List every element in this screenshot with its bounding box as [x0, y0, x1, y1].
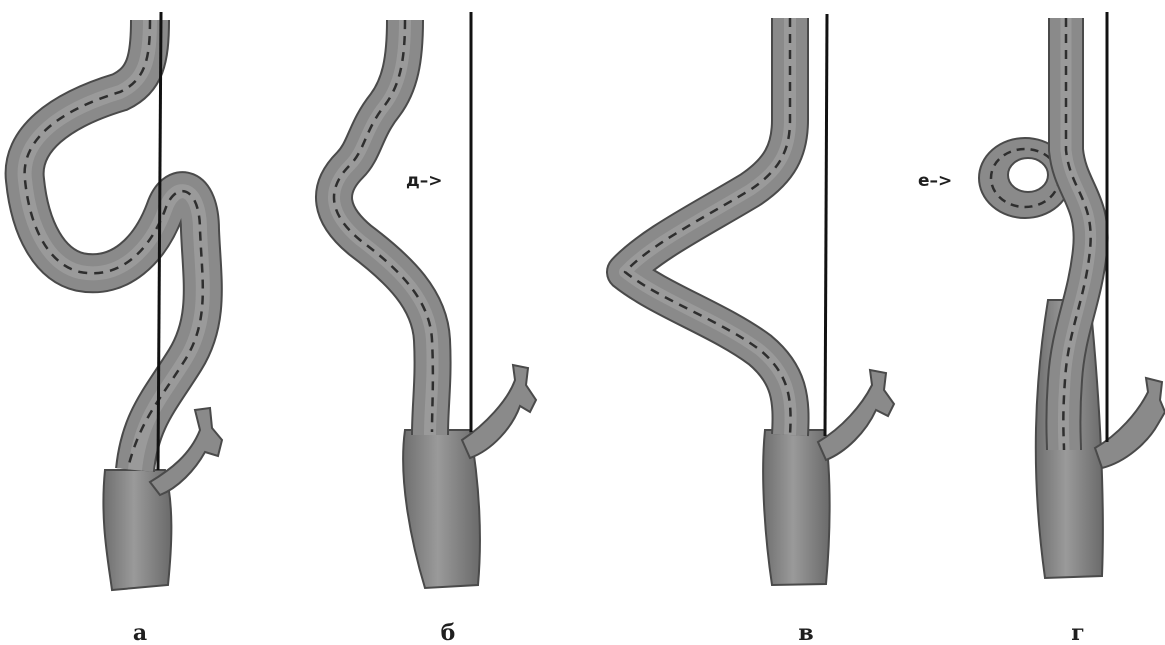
panel-b: д–> б: [334, 12, 536, 645]
panel-v-common-trunk: [763, 430, 829, 585]
panel-a: а: [25, 12, 222, 645]
panel-b-external-branch: [462, 365, 536, 458]
panel-g: е–> г: [918, 12, 1165, 645]
panel-v-reference-line: [825, 14, 827, 436]
panel-v-external-branch: [818, 370, 894, 460]
arrow-e-label: е–>: [918, 171, 952, 191]
arrow-d-label: д–>: [406, 171, 442, 191]
panel-g-caption: г: [1071, 620, 1084, 645]
panel-v: в: [625, 14, 894, 645]
panel-a-caption: а: [133, 620, 147, 645]
panel-v-vessel-body: [625, 18, 791, 435]
panel-v-caption: в: [798, 620, 813, 645]
panel-g-loop-inner: [1008, 158, 1048, 192]
panel-b-caption: б: [441, 620, 456, 645]
